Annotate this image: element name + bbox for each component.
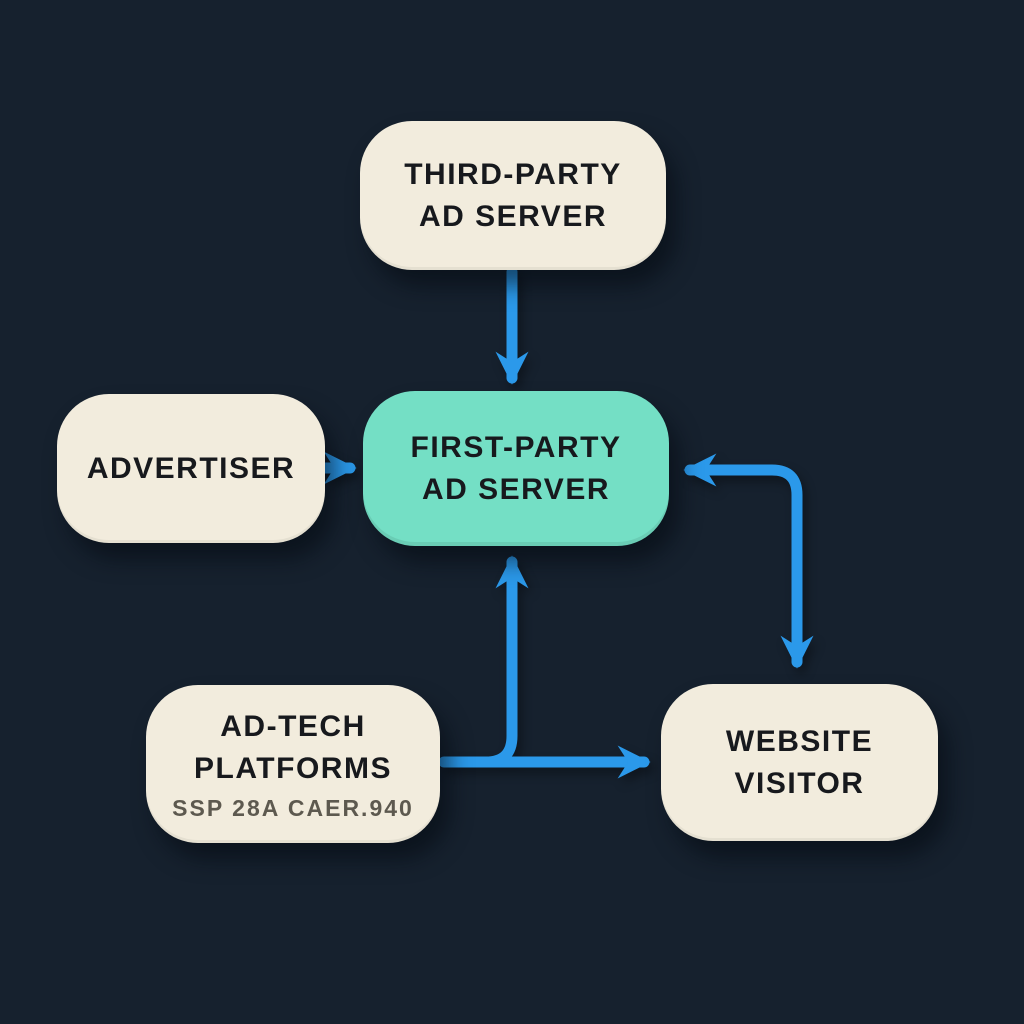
node-label: AD-TECH xyxy=(220,709,366,743)
node-label: THIRD-PARTY xyxy=(404,157,622,191)
node-label: WEBSITE xyxy=(725,724,874,758)
node-third-party-ad-server: THIRD-PARTY AD SERVER xyxy=(360,121,666,270)
edge-adtech-to-firstparty-branch xyxy=(480,555,529,768)
node-label: PLATFORMS xyxy=(194,751,392,785)
edge-firstparty-websitevisitor-elbow xyxy=(683,453,814,669)
node-label: VISITOR xyxy=(734,766,865,800)
node-website-visitor: WEBSITE VISITOR xyxy=(661,684,938,841)
node-label: FIRST-PARTY xyxy=(410,430,622,464)
node-label: AD SERVER xyxy=(422,472,610,506)
node-first-party-ad-server: FIRST-PARTY AD SERVER xyxy=(363,391,669,546)
node-label: AD SERVER xyxy=(419,199,607,233)
node-label: ADVERTISER xyxy=(86,451,296,485)
node-advertiser: ADVERTISER xyxy=(57,394,325,543)
node-subtitle: SSP 28A CAER.940 xyxy=(172,794,414,821)
node-ad-tech-platforms: AD-TECH PLATFORMS SSP 28A CAER.940 xyxy=(146,685,440,843)
